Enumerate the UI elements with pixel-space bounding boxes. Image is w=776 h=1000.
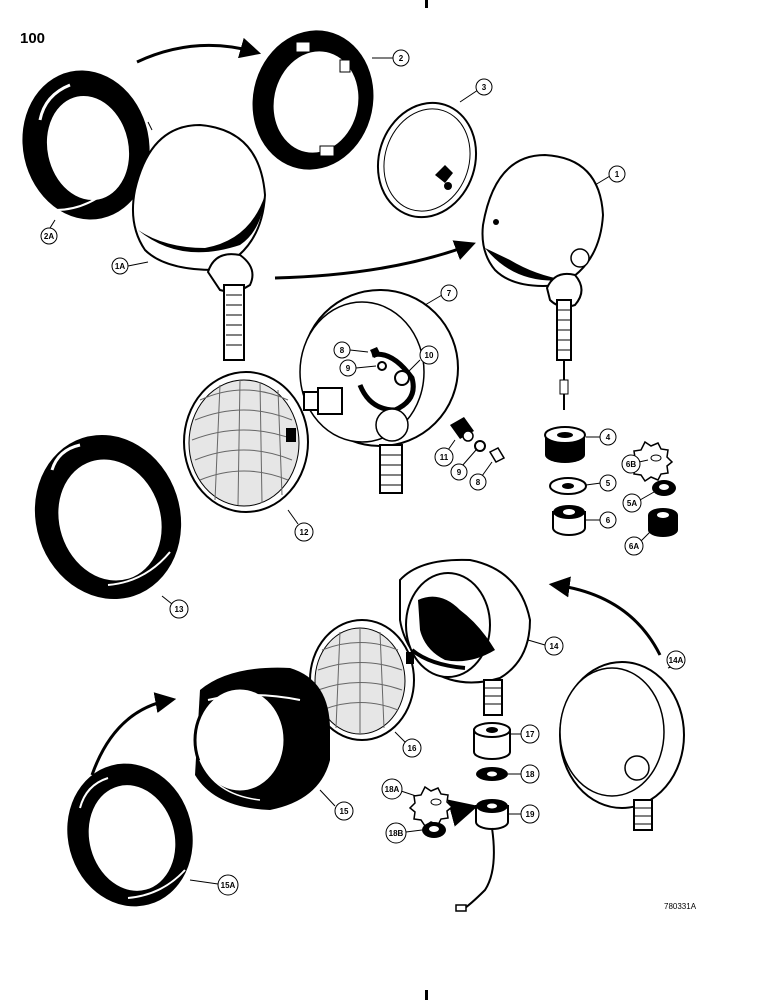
callout-18a: 18A xyxy=(381,778,417,800)
top-tick-mark xyxy=(425,0,428,8)
callout-18b: 18B xyxy=(385,822,423,844)
arrow-14a-to-14 xyxy=(548,576,662,656)
callout-14a-label: 14A xyxy=(669,656,684,665)
callout-6b: 6B xyxy=(621,454,649,474)
callout-15: 15 xyxy=(319,789,354,821)
part-2a-rubber-ring xyxy=(22,70,150,220)
part-9-washer-lower xyxy=(474,440,486,452)
callout-10: 10 xyxy=(407,345,439,373)
part-2-retaining-ring xyxy=(252,30,374,170)
callout-9-lower-label: 9 xyxy=(457,468,462,477)
part-11-connector xyxy=(450,417,474,442)
callout-14-label: 14 xyxy=(550,642,559,651)
callout-17-label: 17 xyxy=(526,730,535,739)
callout-6b-label: 6B xyxy=(626,460,636,469)
part-6a-nut xyxy=(648,508,678,537)
part-8-screw-upper xyxy=(370,347,381,358)
callout-2-label: 2 xyxy=(399,54,404,63)
callout-12: 12 xyxy=(287,509,314,542)
callout-9-lower: 9 xyxy=(450,449,477,481)
part-5a-lock-washer xyxy=(652,480,676,496)
arrow-1a-to-1 xyxy=(274,240,476,280)
callout-4-label: 4 xyxy=(606,433,611,442)
callout-8-lower: 8 xyxy=(469,461,493,491)
part-18b-lock-washer xyxy=(422,822,446,838)
callout-15a: 15A xyxy=(189,874,239,896)
bottom-tick-mark xyxy=(425,990,428,1000)
part-17-spacer xyxy=(473,722,511,760)
callout-2: 2 xyxy=(372,49,410,67)
callout-10-label: 10 xyxy=(425,351,434,360)
callout-18: 18 xyxy=(508,764,540,784)
part-18a-star-washer xyxy=(408,785,454,828)
part-1-housing xyxy=(481,153,605,410)
callout-19: 19 xyxy=(508,804,540,824)
callout-14a: 14A xyxy=(666,650,686,670)
callout-15-label: 15 xyxy=(340,807,349,816)
callout-18b-label: 18B xyxy=(389,829,404,838)
callout-16-label: 16 xyxy=(408,744,417,753)
callout-16: 16 xyxy=(394,731,422,758)
callout-1: 1 xyxy=(594,165,626,186)
callout-6: 6 xyxy=(586,511,617,529)
part-18-washer xyxy=(476,767,508,781)
part-12-lens xyxy=(183,371,309,513)
part-1a-housing xyxy=(132,123,267,361)
callout-4: 4 xyxy=(586,428,617,446)
callout-12-label: 12 xyxy=(300,528,309,537)
part-19-nut xyxy=(475,799,509,830)
part-15-guard xyxy=(193,667,330,810)
callout-5a: 5A xyxy=(622,491,655,513)
callout-5: 5 xyxy=(585,474,617,492)
callout-5-label: 5 xyxy=(606,479,611,488)
callout-6a: 6A xyxy=(624,531,651,556)
callout-19-label: 19 xyxy=(526,810,535,819)
part-5-flat-washer xyxy=(549,477,587,495)
part-7-lamp-body xyxy=(299,289,459,494)
part-15a-ring xyxy=(67,763,193,907)
callout-6a-label: 6A xyxy=(629,542,639,551)
callout-1a: 1A xyxy=(111,257,149,275)
callout-13: 13 xyxy=(161,595,189,619)
part-14-lamp-housing xyxy=(399,558,532,716)
callout-6-label: 6 xyxy=(606,516,611,525)
callout-15a-label: 15A xyxy=(221,881,236,890)
part-3-sealed-beam xyxy=(376,101,478,219)
callout-11-label: 11 xyxy=(440,453,449,462)
callout-9-upper-label: 9 xyxy=(346,364,351,373)
callout-18a-label: 18A xyxy=(385,785,400,794)
callout-7-label: 7 xyxy=(447,289,452,298)
callout-5a-label: 5A xyxy=(627,499,637,508)
part-8-screw-lower xyxy=(488,447,506,463)
callout-8-lower-label: 8 xyxy=(476,478,481,487)
callout-3: 3 xyxy=(459,78,493,103)
figure-code: 780331A xyxy=(664,902,697,911)
callout-13-label: 13 xyxy=(175,605,184,614)
callout-1a-label: 1A xyxy=(115,262,125,271)
callout-3-label: 3 xyxy=(482,83,487,92)
part-13-gasket-ring xyxy=(34,434,182,600)
callout-14: 14 xyxy=(527,636,564,656)
callout-8-upper: 8 xyxy=(333,341,369,359)
wire-lead xyxy=(455,827,495,912)
callout-9-upper: 9 xyxy=(339,359,377,377)
callout-7: 7 xyxy=(424,284,458,306)
arrow-15a-to-15 xyxy=(90,692,177,776)
callout-2a: 2A xyxy=(40,219,58,245)
arrow-to-19 xyxy=(447,799,479,827)
part-6-nut xyxy=(552,505,586,536)
part-4-spacer xyxy=(544,426,586,463)
callout-1-label: 1 xyxy=(615,170,620,179)
callout-11: 11 xyxy=(434,439,456,467)
part-14a-lamp-housing xyxy=(559,661,685,831)
part-9-washer-upper xyxy=(377,361,387,371)
page-number: 100 xyxy=(20,30,46,47)
callout-17: 17 xyxy=(510,724,540,744)
callout-2a-label: 2A xyxy=(44,232,54,241)
arrow-2a-to-2 xyxy=(136,37,262,64)
part-16-lens xyxy=(309,619,415,741)
callout-8-upper-label: 8 xyxy=(340,346,345,355)
callout-18-label: 18 xyxy=(526,770,535,779)
